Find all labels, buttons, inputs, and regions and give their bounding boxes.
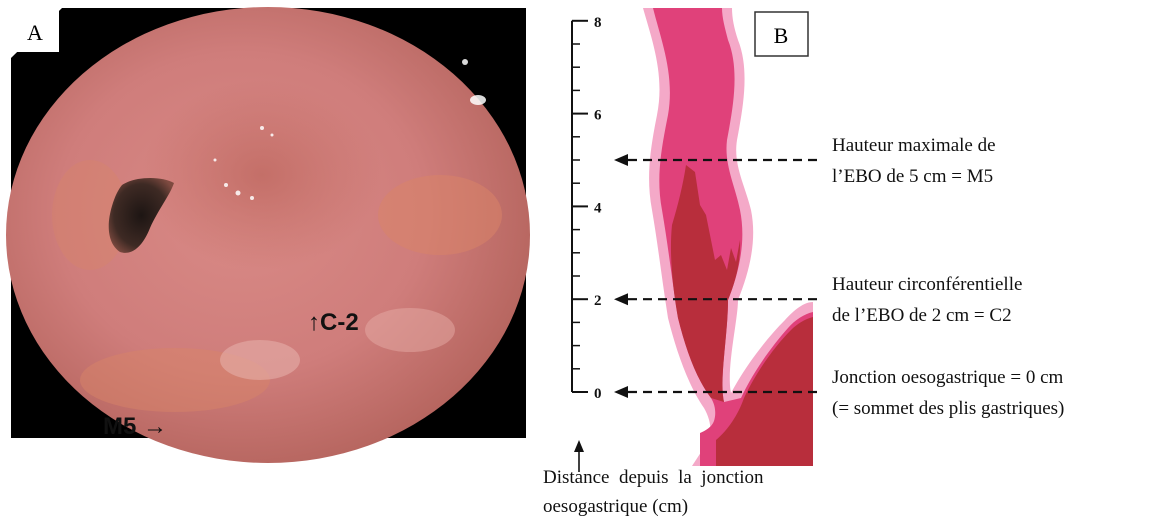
- annotation-line1: Hauteur circonférentielle: [832, 274, 1022, 295]
- esophagus-diagram: [643, 8, 813, 466]
- level-arrowhead: [614, 154, 628, 166]
- marker-c2: ↑C-2: [308, 309, 359, 336]
- panel-b: B 8 6 4 2 0 Hauteur maximale de l’EBO de 5 cm…: [543, 8, 1064, 517]
- scale-tick-label: 4: [594, 200, 602, 216]
- axis-caption-line2: oesogastrique (cm): [543, 496, 688, 517]
- distance-scale: 8 6 4 2 0: [572, 15, 602, 402]
- mucosal-fold: [142, 80, 382, 270]
- level-arrowhead: [614, 293, 628, 305]
- scale-tick-label: 8: [594, 15, 602, 31]
- annotation-line2: l’EBO de 5 cm = M5: [832, 166, 993, 187]
- pale-patch: [365, 308, 455, 352]
- annotation-line2: (= sommet des plis gastriques): [832, 398, 1064, 419]
- axis-caption-line1: Distance depuis la jonction: [543, 467, 764, 488]
- panel-a-label: A: [27, 20, 43, 45]
- panel-a: A ↑C-2 M5 →: [6, 7, 530, 463]
- salmon-patch: [378, 175, 502, 255]
- marker-m5: M5 →: [103, 413, 167, 440]
- panel-b-label: B: [774, 23, 789, 48]
- pale-patch: [220, 340, 300, 380]
- annotation-line2: de l’EBO de 2 cm = C2: [832, 305, 1012, 326]
- scale-tick-label: 2: [594, 293, 602, 309]
- level-arrowhead: [614, 386, 628, 398]
- annotation-line1: Hauteur maximale de: [832, 135, 996, 156]
- scale-tick-label: 6: [594, 108, 602, 124]
- annotation-line1: Jonction oesogastrique = 0 cm: [832, 367, 1064, 388]
- scale-tick-label: 0: [594, 386, 602, 402]
